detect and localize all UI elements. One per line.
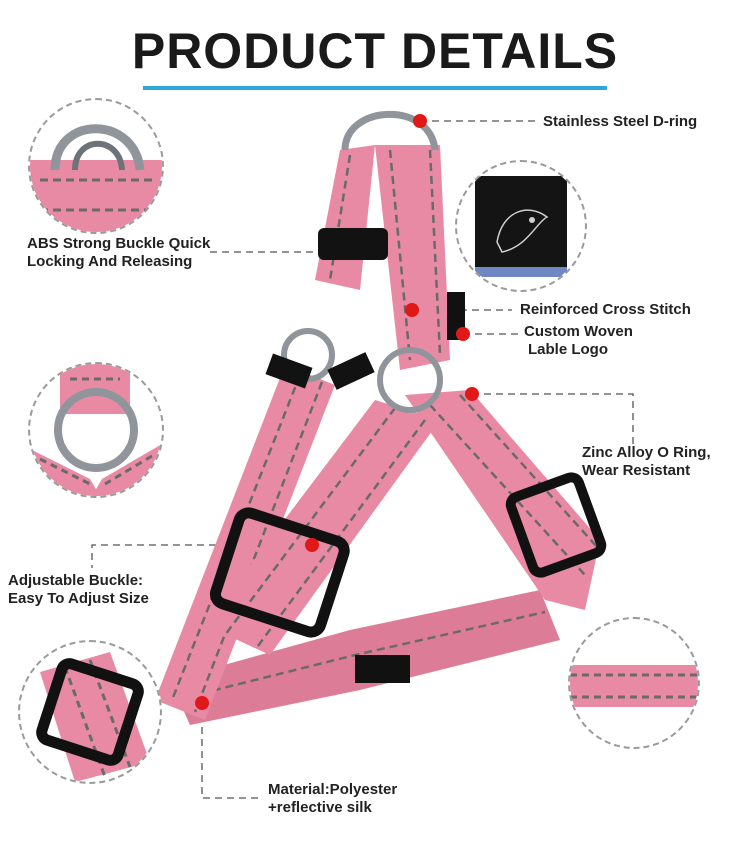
detail-circle-woven-logo	[455, 160, 587, 292]
detail-circle-o-ring	[28, 362, 164, 498]
front-chest-strap	[205, 400, 440, 655]
label-o-ring-line2: Wear Resistant	[582, 462, 691, 479]
marker-adjustable	[305, 538, 319, 552]
label-abs-buckle-line1: ABS Strong Buckle Quick	[27, 235, 211, 252]
label-adjustable-buckle: Adjustable Buckle: Easy To Adjust Size	[8, 572, 149, 608]
detail-circle-d-ring	[28, 98, 164, 234]
leader-o-ring	[472, 393, 634, 445]
marker-d-ring	[413, 114, 427, 128]
label-woven-logo-line1: Custom Woven	[524, 323, 633, 340]
detail-circle-adjustable-buckle	[18, 640, 162, 784]
callout-markers	[195, 114, 479, 710]
detail-circle-material	[568, 617, 700, 749]
right-chest-strap	[405, 390, 600, 610]
label-o-ring: Zinc Alloy O Ring, Wear Resistant	[582, 444, 711, 480]
adjustable-buckle-right	[505, 472, 607, 578]
label-adjustable-line1: Adjustable Buckle:	[8, 572, 144, 589]
label-cross-stitch: Reinforced Cross Stitch	[520, 301, 691, 318]
marker-o-ring	[465, 387, 479, 401]
title-underline	[143, 86, 607, 90]
label-abs-buckle-line2: Locking And Releasing	[27, 253, 193, 270]
o-ring-right	[377, 347, 443, 413]
leader-material	[201, 703, 262, 799]
page-title: PRODUCT DETAILS	[131, 23, 619, 79]
marker-woven-logo	[456, 327, 470, 341]
neck-strap	[315, 145, 375, 290]
label-o-ring-line1: Zinc Alloy O Ring,	[582, 444, 711, 461]
label-material: Material:Polyester +reflective silk	[268, 781, 397, 817]
marker-cross-stitch	[405, 303, 419, 317]
marker-material	[195, 696, 209, 710]
label-material-line2: +reflective silk	[268, 799, 372, 816]
label-woven-logo: Custom Woven Lable Logo	[524, 323, 633, 359]
abs-buckle	[318, 228, 388, 260]
label-adjustable-line2: Easy To Adjust Size	[8, 590, 149, 607]
adjustable-buckle-left	[209, 507, 350, 638]
label-material-line1: Material:Polyester	[268, 781, 398, 798]
label-abs-buckle: ABS Strong Buckle Quick Locking And Rele…	[27, 235, 210, 271]
label-d-ring: Stainless Steel D-ring	[543, 113, 698, 130]
d-ring	[341, 110, 439, 151]
label-woven-logo-line2: Lable Logo	[528, 341, 608, 358]
